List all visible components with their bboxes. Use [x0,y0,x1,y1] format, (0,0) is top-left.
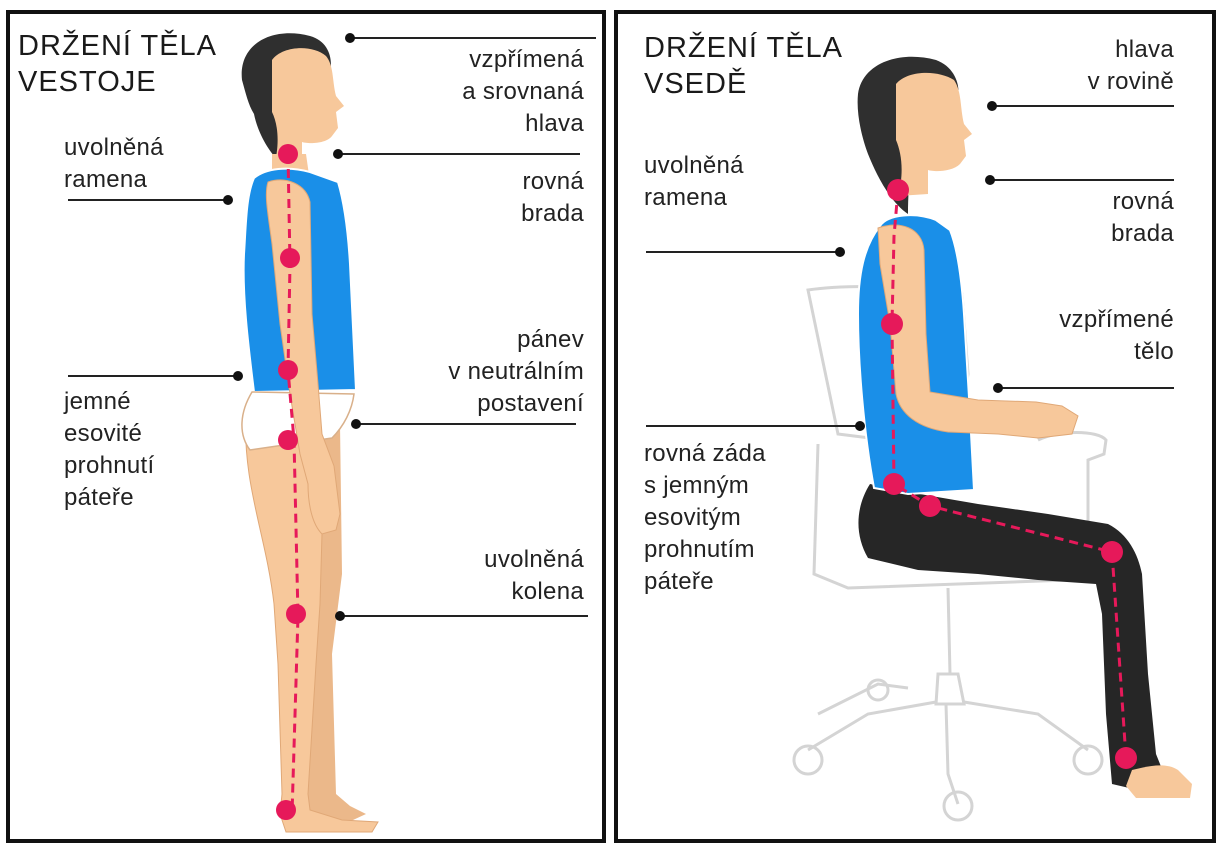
spine-marker [919,495,941,517]
label-head-standing: vzpřímená a srovnaná hlava [462,44,584,140]
panel-title-standing: DRŽENÍ TĚLA VESTOJE [18,28,217,100]
sitting-posture-panel: DRŽENÍ TĚLA VSEDĚ hlava v rovině uvolněn… [614,10,1216,843]
spine-marker [280,248,300,268]
spine-marker [1101,541,1123,563]
spine-marker [887,179,909,201]
foot [1126,765,1192,798]
trousers [858,484,1168,790]
sitting-figure-illustration [618,14,1212,839]
label-back-sitting: rovná záda s jemným esovitým prohnutím p… [644,438,766,598]
label-spine-standing: jemné esovité prohnutí páteře [64,386,154,514]
spine-marker [883,473,905,495]
spine-marker [286,604,306,624]
arm [878,225,1078,438]
label-chin-standing: rovná brada [521,166,584,230]
spine-marker [278,360,298,380]
spine-marker [278,144,298,164]
spine-marker [278,430,298,450]
panel-title-sitting: DRŽENÍ TĚLA VSEDĚ [644,30,843,102]
label-shoulders-sitting: uvolněná ramena [644,150,744,214]
label-shoulders-standing: uvolněná ramena [64,132,164,196]
standing-posture-panel: DRŽENÍ TĚLA VESTOJE vzpřímená a srovnaná… [6,10,606,843]
spine-marker [881,313,903,335]
label-knees-standing: uvolněná kolena [484,544,584,608]
spine-marker [1115,747,1137,769]
head [896,73,972,196]
label-chin-sitting: rovná brada [1111,186,1174,250]
label-pelvis-standing: pánev v neutrálním postavení [448,324,584,420]
spine-marker [276,800,296,820]
label-head-sitting: hlava v rovině [1088,34,1174,98]
label-body-sitting: vzpřímené tělo [1059,304,1174,368]
